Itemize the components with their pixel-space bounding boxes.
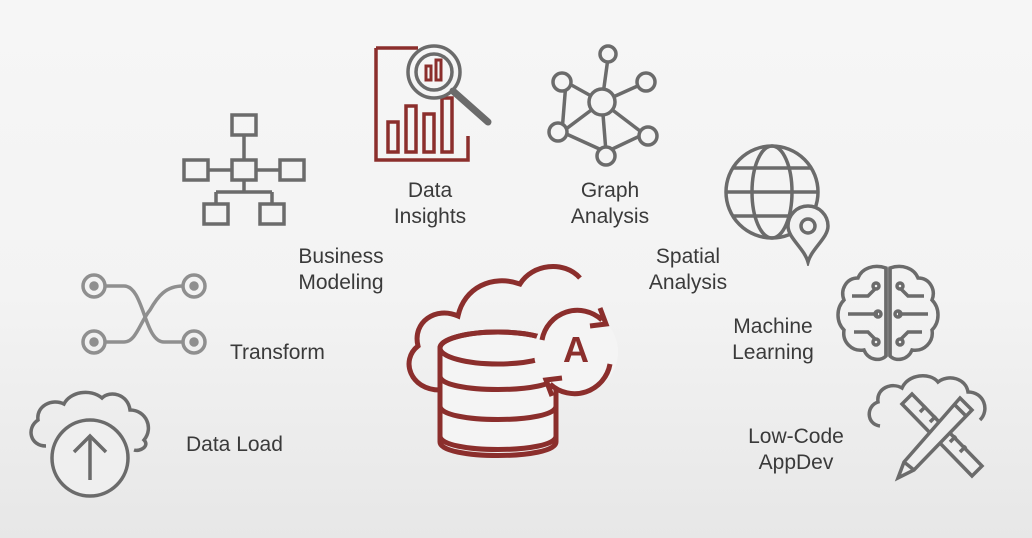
label-line: Machine	[733, 315, 813, 338]
brain-circuit-icon	[836, 264, 940, 362]
label-line: Modeling	[298, 271, 384, 294]
label-line: Low-Code	[748, 425, 844, 448]
autonomous-badge-letter: A	[563, 329, 589, 370]
autonomous-database-cloud-icon	[406, 264, 618, 458]
label-low-code-appdev: Low-Code AppDev	[736, 424, 856, 476]
label-line: Learning	[732, 341, 814, 364]
label-transform: Transform	[230, 341, 325, 364]
label-data-insights: Data Insights	[380, 178, 480, 230]
label-line: AppDev	[758, 451, 834, 474]
label-line: Data	[407, 179, 453, 202]
report-magnifier-icon	[374, 44, 492, 162]
cloud-upload-icon	[29, 390, 151, 498]
label-graph-analysis: Graph Analysis	[550, 178, 670, 230]
transform-flow-icon	[81, 273, 207, 355]
label-line: Business	[298, 245, 384, 268]
label-line: Analysis	[570, 205, 650, 228]
label-business-modeling: Business Modeling	[278, 244, 404, 296]
label-spatial-analysis: Spatial Analysis	[628, 244, 748, 296]
label-line: Graph	[580, 179, 640, 202]
label-line: Insights	[393, 205, 467, 228]
globe-location-icon	[724, 144, 830, 266]
cloud-tools-icon	[867, 374, 987, 482]
label-data-load: Data Load	[186, 433, 283, 456]
label-line: Analysis	[648, 271, 728, 294]
hierarchy-diagram-icon	[182, 113, 306, 226]
label-line: Spatial	[655, 245, 721, 268]
graph-network-icon	[547, 44, 659, 167]
label-machine-learning: Machine Learning	[712, 314, 834, 366]
